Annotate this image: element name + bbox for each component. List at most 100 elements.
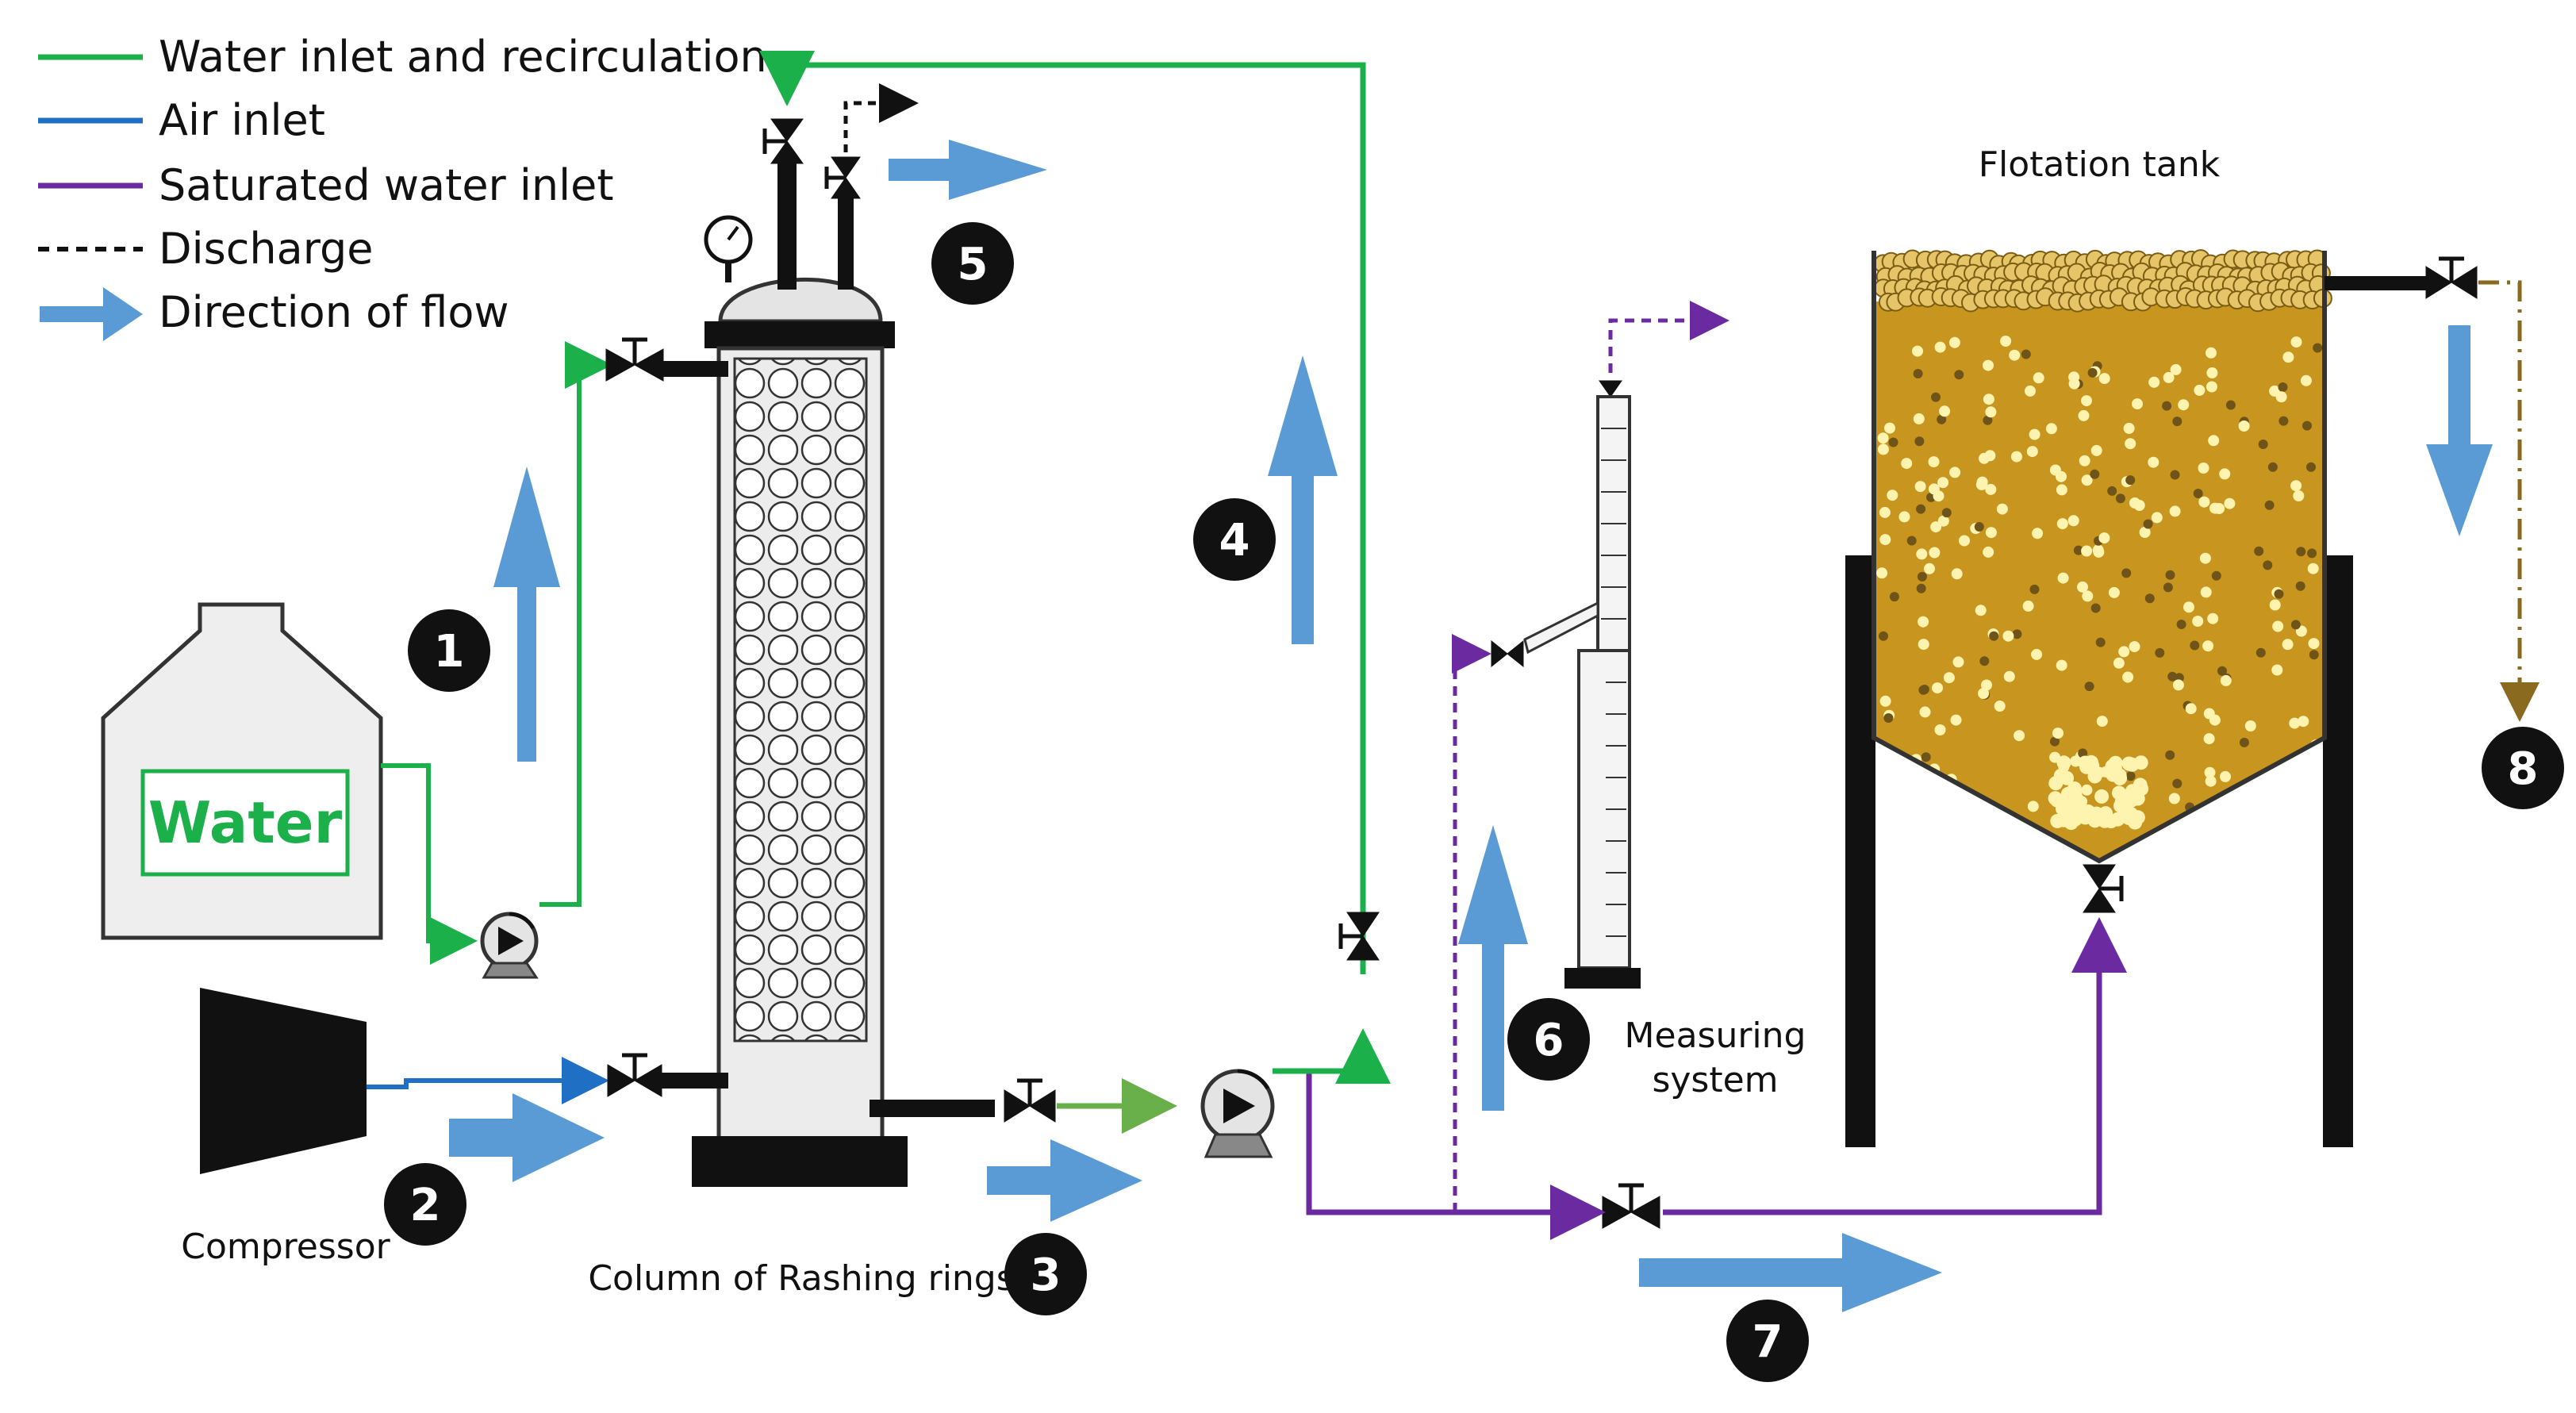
bubble [1914,436,1925,447]
bubble [2211,570,2221,581]
bubble [2098,373,2110,385]
bubble [2032,528,2044,539]
bubble [2255,647,2266,658]
saturated-water-pipes [1273,301,2127,1240]
bubble [2027,801,2039,812]
bubble [2204,766,2216,778]
bubble [1985,406,1997,418]
valve-icon [605,337,664,382]
bubble [2308,638,2320,650]
bubble [1983,546,1994,558]
bubble [2056,484,2067,496]
bubble [1914,481,1926,493]
bubble [2209,714,2221,726]
valves [605,118,2478,1229]
bubble [2129,641,2140,653]
step-badge-6: 6 [1507,998,1590,1081]
bubble [1918,639,1929,651]
bubble [1912,345,1923,357]
step-number-8: 8 [2508,743,2539,795]
compressor-label: Compressor [181,1227,390,1267]
bubble [2193,489,2203,498]
valve-icon [1004,1078,1056,1123]
bubble [2207,612,2219,624]
bubble [2254,546,2264,556]
bubble [2121,756,2136,771]
bubble [2224,497,2236,509]
bubble [2029,584,2040,594]
step-number-6: 6 [1534,1015,1564,1066]
legend: Water inlet and recirculation Air inlet … [38,32,767,341]
bubble [1913,369,1923,378]
bubble [2206,367,2218,378]
bubble [1901,458,1913,470]
bubble [2081,784,2093,796]
bubble [2205,775,2217,787]
compressor: Compressor [181,988,391,1267]
bubble [1928,456,1940,468]
bubble [2014,730,2025,742]
bubble [2168,793,2180,804]
bubble [2313,343,2323,353]
rashing-rings-packing [733,357,868,1042]
bubble [1928,483,1940,495]
bubble [2113,657,2125,669]
bubble [1950,714,1962,726]
flow-arrow-3 [987,1139,1142,1222]
bubble [2118,646,2130,658]
bubble [2090,444,2102,456]
bubble [2220,770,2231,782]
bubble [2122,671,2134,683]
bubble [2094,789,2110,804]
legend-label-air: Air inlet [159,95,325,145]
bubble [1883,713,1894,723]
bubble [2031,648,2043,660]
bubble [2190,640,2200,651]
bubble [2176,620,2186,629]
bubble [2172,679,2184,691]
bubble [1911,777,1921,787]
bubble [2202,640,2214,652]
bubble [2021,349,2031,359]
flow-arrow-1 [493,467,560,762]
bubble [2110,812,2125,827]
legend-item-saturated: Saturated water inlet [38,160,614,210]
bubble [2090,603,2101,613]
legend-item-air: Air inlet [38,95,325,145]
measuring-system: Measuring system [1523,395,1806,1100]
bubble [2300,374,2312,386]
bubble [2077,581,2088,593]
bubble [2123,422,2135,434]
bubble [2278,382,2288,392]
flow-arrow-2 [449,1093,605,1182]
froth-layer [1873,249,2332,313]
bubble [1954,370,1964,380]
bubble [2208,435,2220,447]
step-badge-7: 7 [1726,1300,1809,1382]
valve-icon [1602,1183,1660,1229]
bubble [2002,630,2014,642]
bubble [1974,522,1984,532]
bubble [2274,589,2284,599]
step-number-1: 1 [434,626,465,678]
bubble [1934,724,1946,735]
valve-icon [607,1053,662,1097]
bubble [2298,716,2309,728]
bubble [2128,815,2143,830]
bubble [2203,733,2215,745]
bubble [2243,789,2255,801]
bubble [1877,443,1889,455]
recirculation-pump [1200,1069,1275,1158]
bubble [1952,656,1964,668]
bubble [2289,717,2301,729]
bubble [2112,768,2127,783]
bubble [2275,391,2287,403]
step-number-7: 7 [1753,1316,1783,1368]
step-number-2: 2 [410,1180,441,1231]
bubble [1934,341,1946,353]
step-badge-4: 4 [1193,498,1276,581]
valve-icon [2425,256,2478,299]
flow-arrows [449,140,2493,1312]
bubble [1878,801,1890,813]
bubble [2107,486,2117,496]
